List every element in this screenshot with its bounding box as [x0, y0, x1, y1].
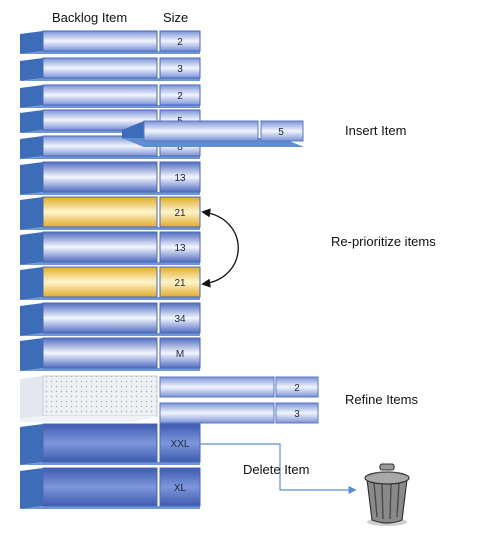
size-cell — [159, 423, 201, 463]
size-label: M — [176, 349, 184, 360]
row-bottom — [20, 297, 200, 300]
size-cell — [159, 30, 201, 52]
row-bottom — [20, 105, 200, 108]
size-label: 21 — [174, 278, 186, 289]
row-side — [20, 197, 43, 230]
row-side — [20, 58, 43, 81]
delete-arrow — [200, 443, 357, 495]
row-bottom — [20, 262, 200, 265]
size-cell — [159, 231, 201, 263]
stack-row: XXL — [20, 423, 201, 465]
row-side — [20, 468, 43, 509]
insert-block-size: 5 — [278, 127, 284, 138]
row-bottom — [20, 416, 157, 422]
row-side — [20, 136, 43, 159]
reprioritize-label: Re-prioritize items — [331, 234, 436, 249]
size-label: XXL — [171, 439, 190, 450]
stack-row: XL — [20, 467, 201, 509]
backlog-item-bar — [42, 161, 158, 193]
reprioritize-arrow — [201, 208, 239, 288]
row-side — [20, 338, 43, 371]
header-size: Size — [163, 10, 188, 25]
backlog-item-bar — [42, 231, 158, 263]
size-label: 13 — [174, 173, 186, 184]
row-bottom — [20, 368, 200, 371]
row-side — [20, 85, 43, 108]
size-label: 21 — [174, 208, 186, 219]
row-bottom — [20, 227, 200, 230]
size-label: 2 — [177, 37, 183, 48]
stack-row: 2 — [20, 30, 201, 54]
size-cell — [159, 266, 201, 298]
backlog-stack: 232581321132134MXXLXL — [20, 30, 201, 509]
size-label: 3 — [177, 64, 183, 75]
refined-size-cell-1 — [275, 376, 319, 398]
size-label: XL — [174, 483, 187, 494]
stack-row: 21 — [20, 266, 201, 300]
stack-row — [20, 375, 158, 422]
backlog-item-bar — [42, 337, 158, 369]
row-side — [20, 267, 43, 300]
refine-items-label: Refine Items — [345, 392, 418, 407]
backlog-item-bar — [42, 57, 158, 79]
row-bottom — [20, 51, 200, 54]
row-bottom — [20, 462, 200, 465]
backlog-item-bar — [42, 109, 158, 131]
row-side — [20, 424, 43, 465]
trash-can-icon — [364, 463, 410, 526]
size-label: 8 — [177, 142, 183, 153]
header-backlog-item: Backlog Item — [52, 10, 127, 25]
backlog-item-bar — [42, 423, 158, 463]
size-cell — [159, 161, 201, 193]
row-bottom — [20, 156, 200, 159]
stack-row: 21 — [20, 196, 201, 230]
backlog-item-bar-highlighted — [42, 266, 158, 298]
size-cell — [159, 57, 201, 79]
refined-bar-2 — [159, 402, 275, 424]
backlog-item-bar — [42, 375, 158, 417]
row-side — [20, 232, 43, 265]
refined-size-1: 2 — [294, 383, 300, 394]
stack-row: 34 — [20, 302, 201, 336]
insert-item-label: Insert Item — [345, 123, 406, 138]
stack-row: M — [20, 337, 201, 371]
row-bottom — [20, 333, 200, 336]
size-label: 13 — [174, 243, 186, 254]
backlog-item-bar — [42, 302, 158, 334]
row-side — [20, 162, 43, 195]
insert-item-block: 5 — [122, 120, 304, 147]
row-bottom — [20, 192, 200, 195]
size-cell — [159, 84, 201, 106]
row-bottom — [20, 78, 200, 81]
row-side — [20, 31, 43, 54]
size-cell — [159, 302, 201, 334]
size-label: 2 — [177, 91, 183, 102]
size-cell — [159, 196, 201, 228]
size-cell — [159, 467, 201, 507]
backlog-item-bar — [42, 467, 158, 507]
refined-size-cell-2 — [275, 402, 319, 424]
stack-row: 2 — [20, 84, 201, 108]
stack-row: 3 — [20, 57, 201, 81]
backlog-item-bar — [42, 30, 158, 52]
delete-item-label: Delete Item — [243, 462, 309, 477]
refined-items: 2 3 — [159, 376, 319, 424]
insert-block-bar — [143, 120, 259, 142]
row-bottom — [20, 506, 200, 509]
insert-block-size-cell — [260, 120, 304, 142]
row-side — [20, 303, 43, 336]
row-side — [20, 376, 43, 419]
backlog-item-bar — [42, 84, 158, 106]
size-cell — [159, 337, 201, 369]
stack-row: 13 — [20, 231, 201, 265]
backlog-item-bar-highlighted — [42, 196, 158, 228]
stack-row: 13 — [20, 161, 201, 195]
refined-bar-1 — [159, 376, 275, 398]
refined-size-2: 3 — [294, 409, 300, 420]
row-side — [20, 110, 43, 133]
size-label: 34 — [174, 314, 186, 325]
